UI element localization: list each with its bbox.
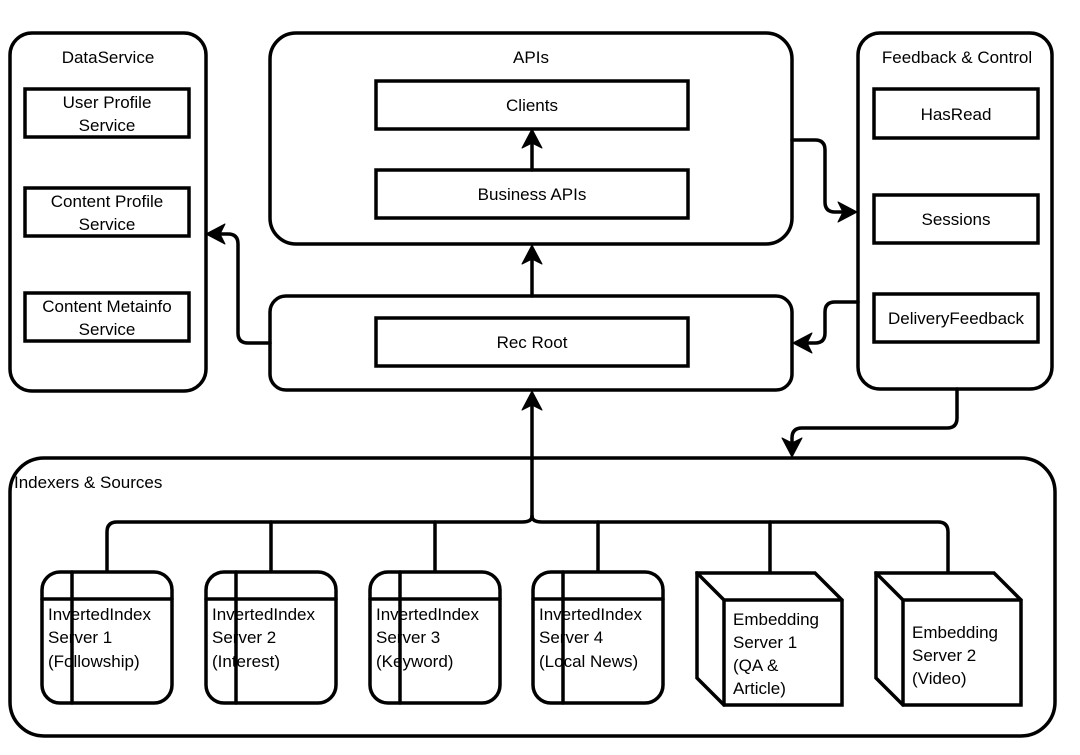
invertedindex-2-line1: InvertedIndex [212, 605, 316, 624]
invertedindex-3-line2: Server 3 [376, 628, 440, 647]
content-metainfo-service-line2: Service [79, 320, 136, 339]
invertedindex-server-2 [204, 570, 338, 705]
invertedindex-server-4 [531, 570, 665, 705]
user-profile-service-box [23, 87, 191, 139]
apis-title: APIs [513, 48, 549, 67]
business-to-clients-arrowhead [521, 128, 543, 149]
bus-to-embedding-2 [530, 514, 950, 574]
invertedindex-4-line1: InvertedIndex [539, 605, 643, 624]
feedback-to-indexers-arrowhead [781, 437, 803, 458]
embedding-1-line4: Article) [733, 679, 786, 698]
bus-to-server-1 [105, 514, 534, 574]
apis-to-feedback-arrowhead [837, 201, 858, 223]
hasread-label: HasRead [921, 105, 992, 124]
rec-root-label: Rec Root [497, 333, 568, 352]
deliveryfeedback-box [872, 292, 1040, 344]
invertedindex-4-line3: (Local News) [539, 652, 638, 671]
feedback-to-recroot-arrowhead [792, 332, 813, 354]
hasread-box [872, 87, 1040, 140]
invertedindex-3-line1: InvertedIndex [376, 605, 480, 624]
embedding-server-2 [874, 571, 1023, 707]
recroot-to-dataservice-connector [218, 232, 272, 345]
invertedindex-1-line2: Server 1 [48, 628, 112, 647]
content-metainfo-service-line1: Content Metainfo [42, 297, 171, 316]
embedding-2-line2: Server 2 [912, 646, 976, 665]
embedding-1-line2: Server 1 [733, 633, 797, 652]
sessions-box [872, 193, 1040, 245]
business-apis-label: Business APIs [478, 185, 587, 204]
indexers-to-recroot-arrowhead [521, 390, 543, 411]
content-profile-service-line1: Content Profile [51, 192, 163, 211]
deliveryfeedback-label: DeliveryFeedback [888, 309, 1025, 328]
clients-box [374, 79, 690, 131]
sessions-label: Sessions [922, 210, 991, 229]
invertedindex-server-3 [368, 570, 502, 705]
embedding-2-line3: (Video) [912, 669, 967, 688]
content-profile-service-box [23, 186, 191, 238]
content-metainfo-service-box [23, 291, 191, 343]
user-profile-service-line1: User Profile [63, 93, 152, 112]
feedback-control-title: Feedback & Control [882, 48, 1032, 67]
embedding-1-line3: (QA & [733, 656, 779, 675]
user-profile-service-line2: Service [79, 116, 136, 135]
invertedindex-3-line3: (Keyword) [376, 652, 453, 671]
recroot-to-dataservice-arrowhead [205, 223, 226, 245]
embedding-1-line1: Embedding [733, 610, 819, 629]
embedding-2-line1: Embedding [912, 623, 998, 642]
embedding-server-1 [695, 571, 844, 707]
invertedindex-1-line3: (Followship) [48, 652, 140, 671]
apis-to-feedback-connector [790, 138, 845, 214]
invertedindex-2-line3: (Interest) [212, 652, 280, 671]
invertedindex-4-line2: Server 4 [539, 628, 603, 647]
content-profile-service-line2: Service [79, 215, 136, 234]
clients-label: Clients [506, 96, 558, 115]
indexers-sources-title: Indexers & Sources [14, 473, 162, 492]
business-apis-box [374, 168, 690, 220]
rec-root-box [374, 316, 690, 368]
feedback-to-indexers-connector [790, 387, 959, 445]
dataservice-title: DataService [62, 48, 155, 67]
recroot-to-apis-arrowhead [521, 244, 543, 265]
feedback-to-recroot-connector [805, 300, 860, 345]
invertedindex-server-1 [40, 570, 174, 705]
invertedindex-2-line2: Server 2 [212, 628, 276, 647]
invertedindex-1-line1: InvertedIndex [48, 605, 152, 624]
